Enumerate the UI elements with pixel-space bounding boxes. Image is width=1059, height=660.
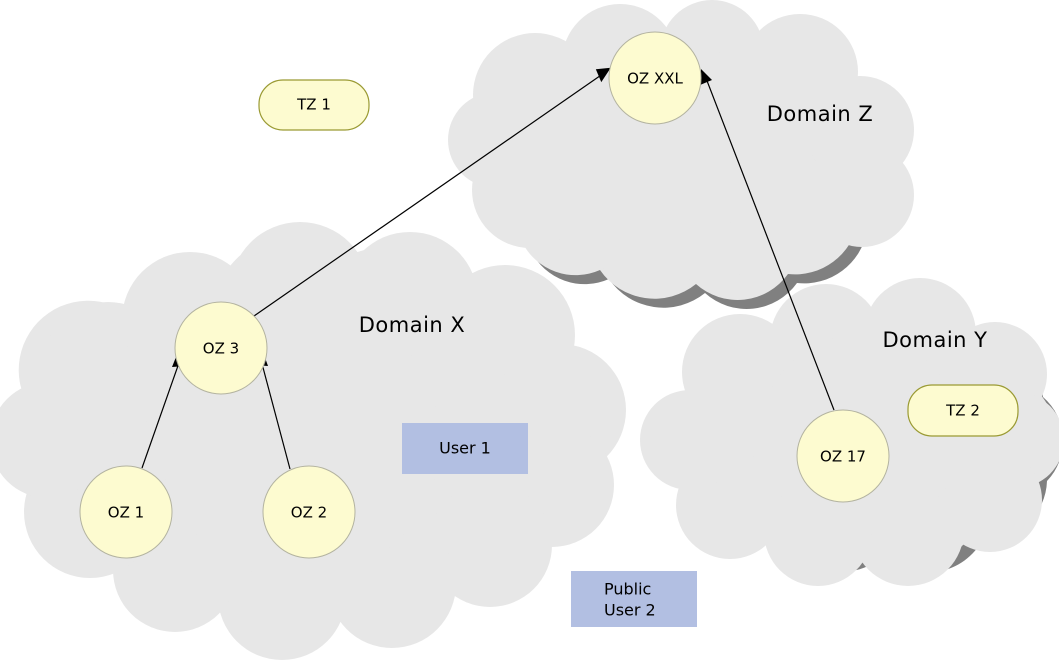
node-oz-3[interactable]: OZ 3 bbox=[174, 301, 268, 395]
user-box-user-1[interactable]: User 1 bbox=[402, 423, 528, 474]
tz-1-label: TZ 1 bbox=[296, 96, 331, 114]
arrow-head-ozxxl-left bbox=[595, 67, 611, 83]
tz-layer: TZ 1 TZ 2 bbox=[258, 79, 1019, 437]
node-oz-1[interactable]: OZ 1 bbox=[79, 465, 173, 559]
node-oz-2-label: OZ 2 bbox=[291, 504, 327, 522]
node-oz-xxl[interactable]: OZ XXL bbox=[608, 31, 702, 125]
cloud-domain-x[interactable]: Domain X bbox=[0, 222, 626, 660]
nodes-layer: OZ XXL OZ 3 OZ 1 OZ 2 OZ 17 bbox=[79, 31, 890, 559]
connection-oz17-to-ozxxl[interactable] bbox=[700, 69, 835, 411]
domain-x-label: Domain X bbox=[359, 313, 466, 337]
node-oz-xxl-label: OZ XXL bbox=[627, 70, 683, 88]
domain-z-label: Domain Z bbox=[767, 102, 874, 126]
node-oz-17[interactable]: OZ 17 bbox=[796, 409, 890, 503]
cloud-domain-x-body bbox=[0, 222, 626, 660]
node-oz-3-label: OZ 3 bbox=[203, 340, 239, 358]
tz-2-label: TZ 2 bbox=[945, 402, 980, 420]
node-oz-1-label: OZ 1 bbox=[108, 504, 144, 522]
node-oz-2[interactable]: OZ 2 bbox=[262, 465, 356, 559]
user-boxes-layer: User 1 Public User 2 bbox=[402, 423, 697, 627]
node-oz-17-label: OZ 17 bbox=[820, 448, 866, 466]
public-user-2-line-2: User 2 bbox=[604, 601, 656, 620]
user-box-public-user-2[interactable]: Public User 2 bbox=[571, 571, 697, 627]
domain-y-label: Domain Y bbox=[883, 328, 988, 352]
tz-2[interactable]: TZ 2 bbox=[907, 384, 1019, 437]
public-user-2-line-1: Public bbox=[604, 580, 651, 599]
tz-1[interactable]: TZ 1 bbox=[258, 79, 370, 131]
arrow-head-ozxxl-right bbox=[700, 69, 712, 85]
user-1-label: User 1 bbox=[439, 439, 491, 458]
connection-oz3-to-ozxxl[interactable] bbox=[253, 67, 611, 317]
